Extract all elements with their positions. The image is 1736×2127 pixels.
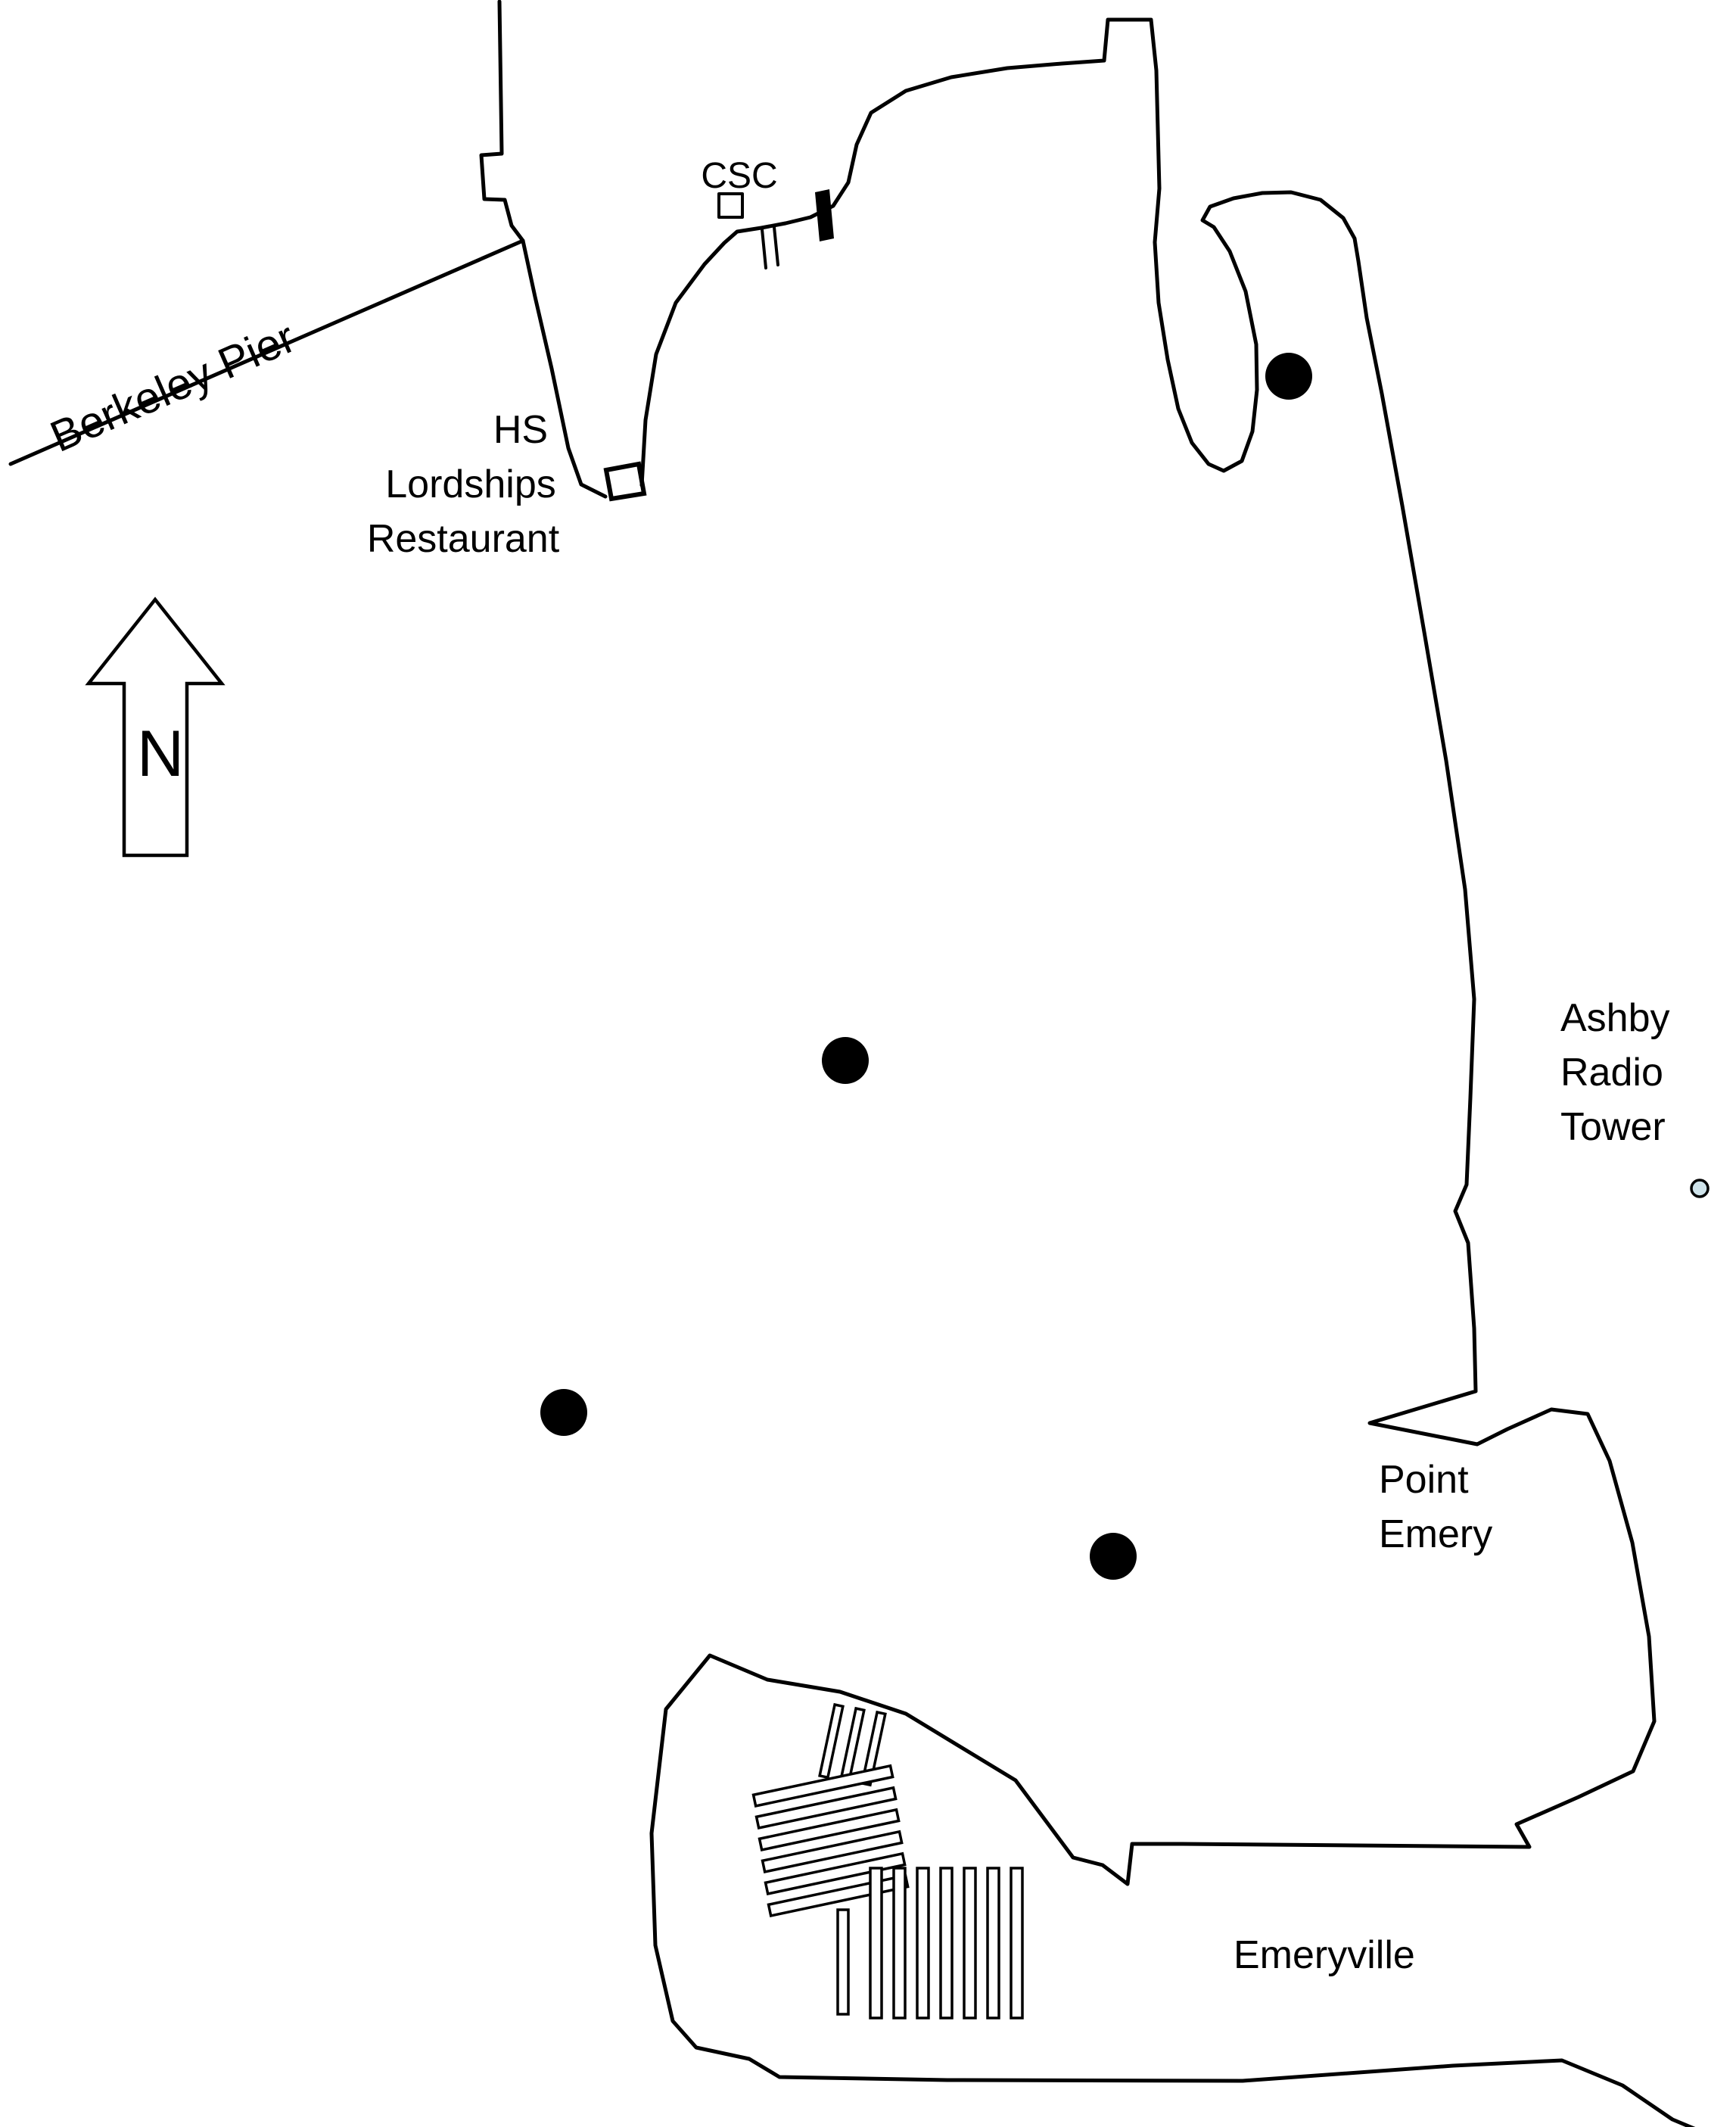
- marker-circle: [822, 1037, 869, 1084]
- coastline-main: [639, 17, 1696, 2127]
- ashby-radio-tower-label: Ashby Radio Tower: [1560, 996, 1670, 1149]
- dock-finger: [818, 1702, 845, 1780]
- marker-circle: [1265, 353, 1312, 400]
- markers-layer: A B C D: [540, 353, 1312, 1580]
- marker-D: D: [540, 1389, 587, 1436]
- csc-pier-tick-2: [773, 226, 779, 266]
- ashby-line3: Tower: [1560, 1105, 1666, 1149]
- dock-slip: [986, 1867, 1000, 2020]
- csc-pier-tick-1: [761, 228, 767, 269]
- ashby-line1: Ashby: [1560, 996, 1670, 1040]
- marker-B: B: [1090, 1533, 1137, 1580]
- marker-C: C: [822, 1037, 869, 1084]
- csc-building: [717, 192, 744, 219]
- berkeley-pier-line: [8, 238, 525, 466]
- marker-circle: [540, 1389, 587, 1436]
- dock-row: [758, 1808, 901, 1852]
- ashby-line2: Radio: [1560, 1051, 1663, 1095]
- point-emery-line1: Point: [1379, 1458, 1469, 1502]
- north-arrow: [85, 596, 226, 858]
- marker-letter: A: [1276, 357, 1302, 397]
- emeryville-label: Emeryville: [1234, 1933, 1415, 1977]
- dock-slip: [869, 1867, 883, 2020]
- marker-letter: B: [1100, 1537, 1127, 1577]
- dock-row: [754, 1786, 898, 1830]
- dock-slip: [1010, 1867, 1024, 2020]
- hs-lordships-line3: Restaurant: [367, 517, 560, 561]
- coastline-west-shore: [479, 0, 608, 499]
- csc-label: CSC: [701, 156, 777, 196]
- restaurant-building: [603, 461, 647, 502]
- marker-letter: D: [551, 1394, 577, 1434]
- dock-finger: [839, 1706, 866, 1783]
- dock-row: [751, 1764, 894, 1808]
- hs-lordships-label: HS Lordships Restaurant: [367, 408, 560, 561]
- marker-A: A: [1265, 353, 1312, 400]
- berkeley-pier-label: Berkeley Pier: [43, 313, 302, 462]
- dock-slip: [963, 1867, 977, 2020]
- dock-slip: [916, 1867, 930, 2020]
- csc-breakwater-bar: [815, 189, 834, 241]
- radio-tower-dot: [1690, 1179, 1710, 1198]
- marker-letter: C: [832, 1042, 859, 1082]
- hs-lordships-line1: HS: [493, 408, 548, 452]
- north-label: N: [137, 718, 184, 790]
- dock-slip: [939, 1867, 954, 2020]
- hs-lordships-line2: Lordships: [385, 462, 555, 506]
- marker-circle: [1090, 1533, 1137, 1580]
- point-emery-label: Point Emery: [1379, 1458, 1492, 1556]
- point-emery-line2: Emery: [1379, 1512, 1492, 1556]
- dock-finger: [860, 1710, 887, 1787]
- marina-docks: [751, 1702, 1024, 2020]
- dock-slip: [836, 1908, 850, 2016]
- dock-slip: [892, 1867, 907, 2020]
- dock-row: [761, 1830, 904, 1874]
- dock-row: [764, 1851, 907, 1896]
